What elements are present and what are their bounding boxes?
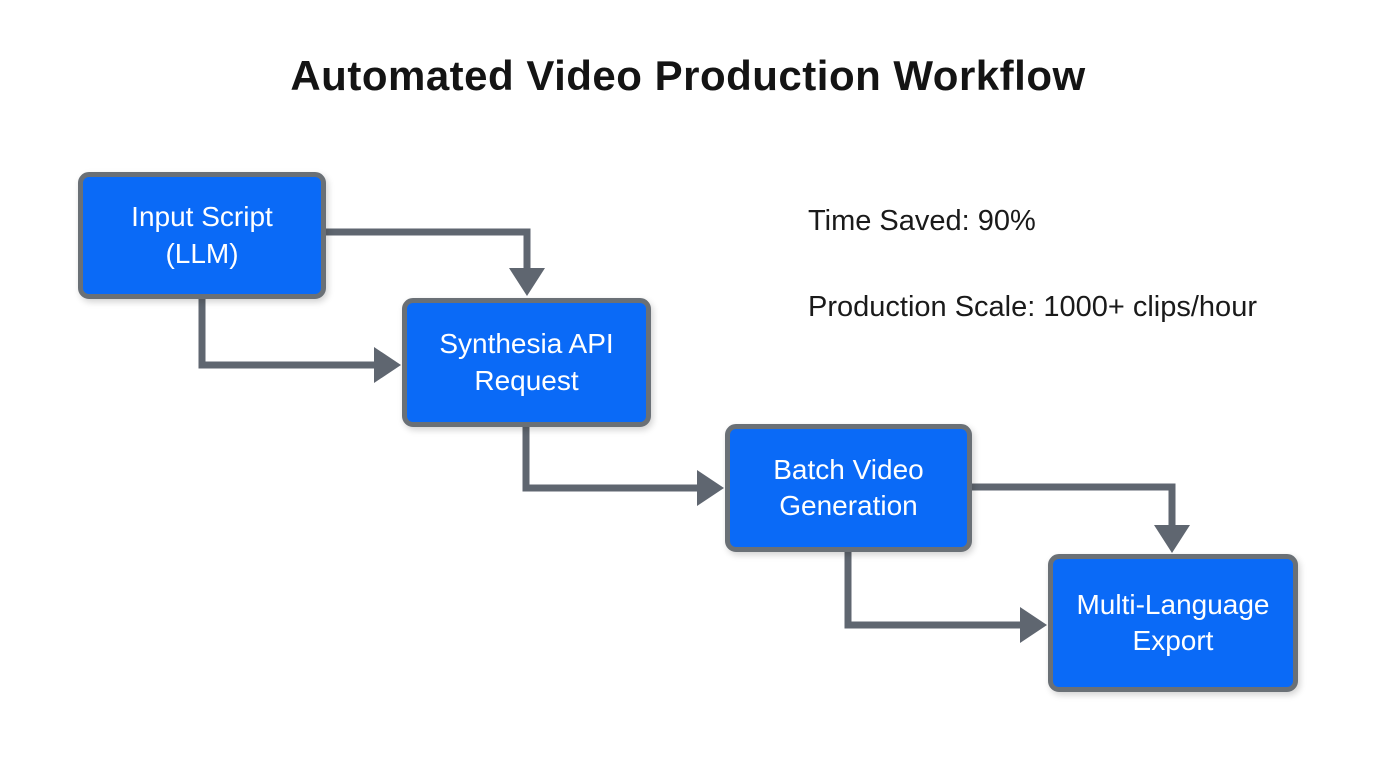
connector-batch-to-multilang-left (844, 552, 1022, 629)
arrowhead-down-icon (1154, 525, 1190, 553)
node-input-script: Input Script (LLM) (78, 172, 326, 299)
node-label: Multi-Language Export (1076, 588, 1270, 656)
arrowhead-right-icon (1020, 607, 1047, 643)
diagram-title: Automated Video Production Workflow (290, 52, 1086, 99)
connector-synthesia-to-batch (522, 427, 699, 492)
node-label: Batch Video Generation (773, 453, 924, 521)
node-synthesia-api-request: Synthesia API Request (402, 298, 651, 427)
arrowhead-down-icon (509, 268, 545, 296)
node-label: Input Script (LLM) (131, 201, 273, 269)
node-multi-language-export: Multi-Language Export (1048, 554, 1298, 692)
arrowhead-right-icon (374, 347, 401, 383)
arrowhead-right-icon (697, 470, 724, 506)
node-batch-video-generation: Batch Video Generation (725, 424, 972, 552)
annotation-time-saved: Time Saved: 90% (808, 205, 1036, 237)
node-label: Synthesia API Request (439, 328, 614, 396)
connector-input-to-synthesia-left (198, 299, 376, 369)
connector-batch-to-multilang-top (972, 483, 1176, 527)
connector-input-to-synthesia-top (326, 228, 531, 270)
annotation-production-scale: Production Scale: 1000+ clips/hour (808, 291, 1257, 323)
